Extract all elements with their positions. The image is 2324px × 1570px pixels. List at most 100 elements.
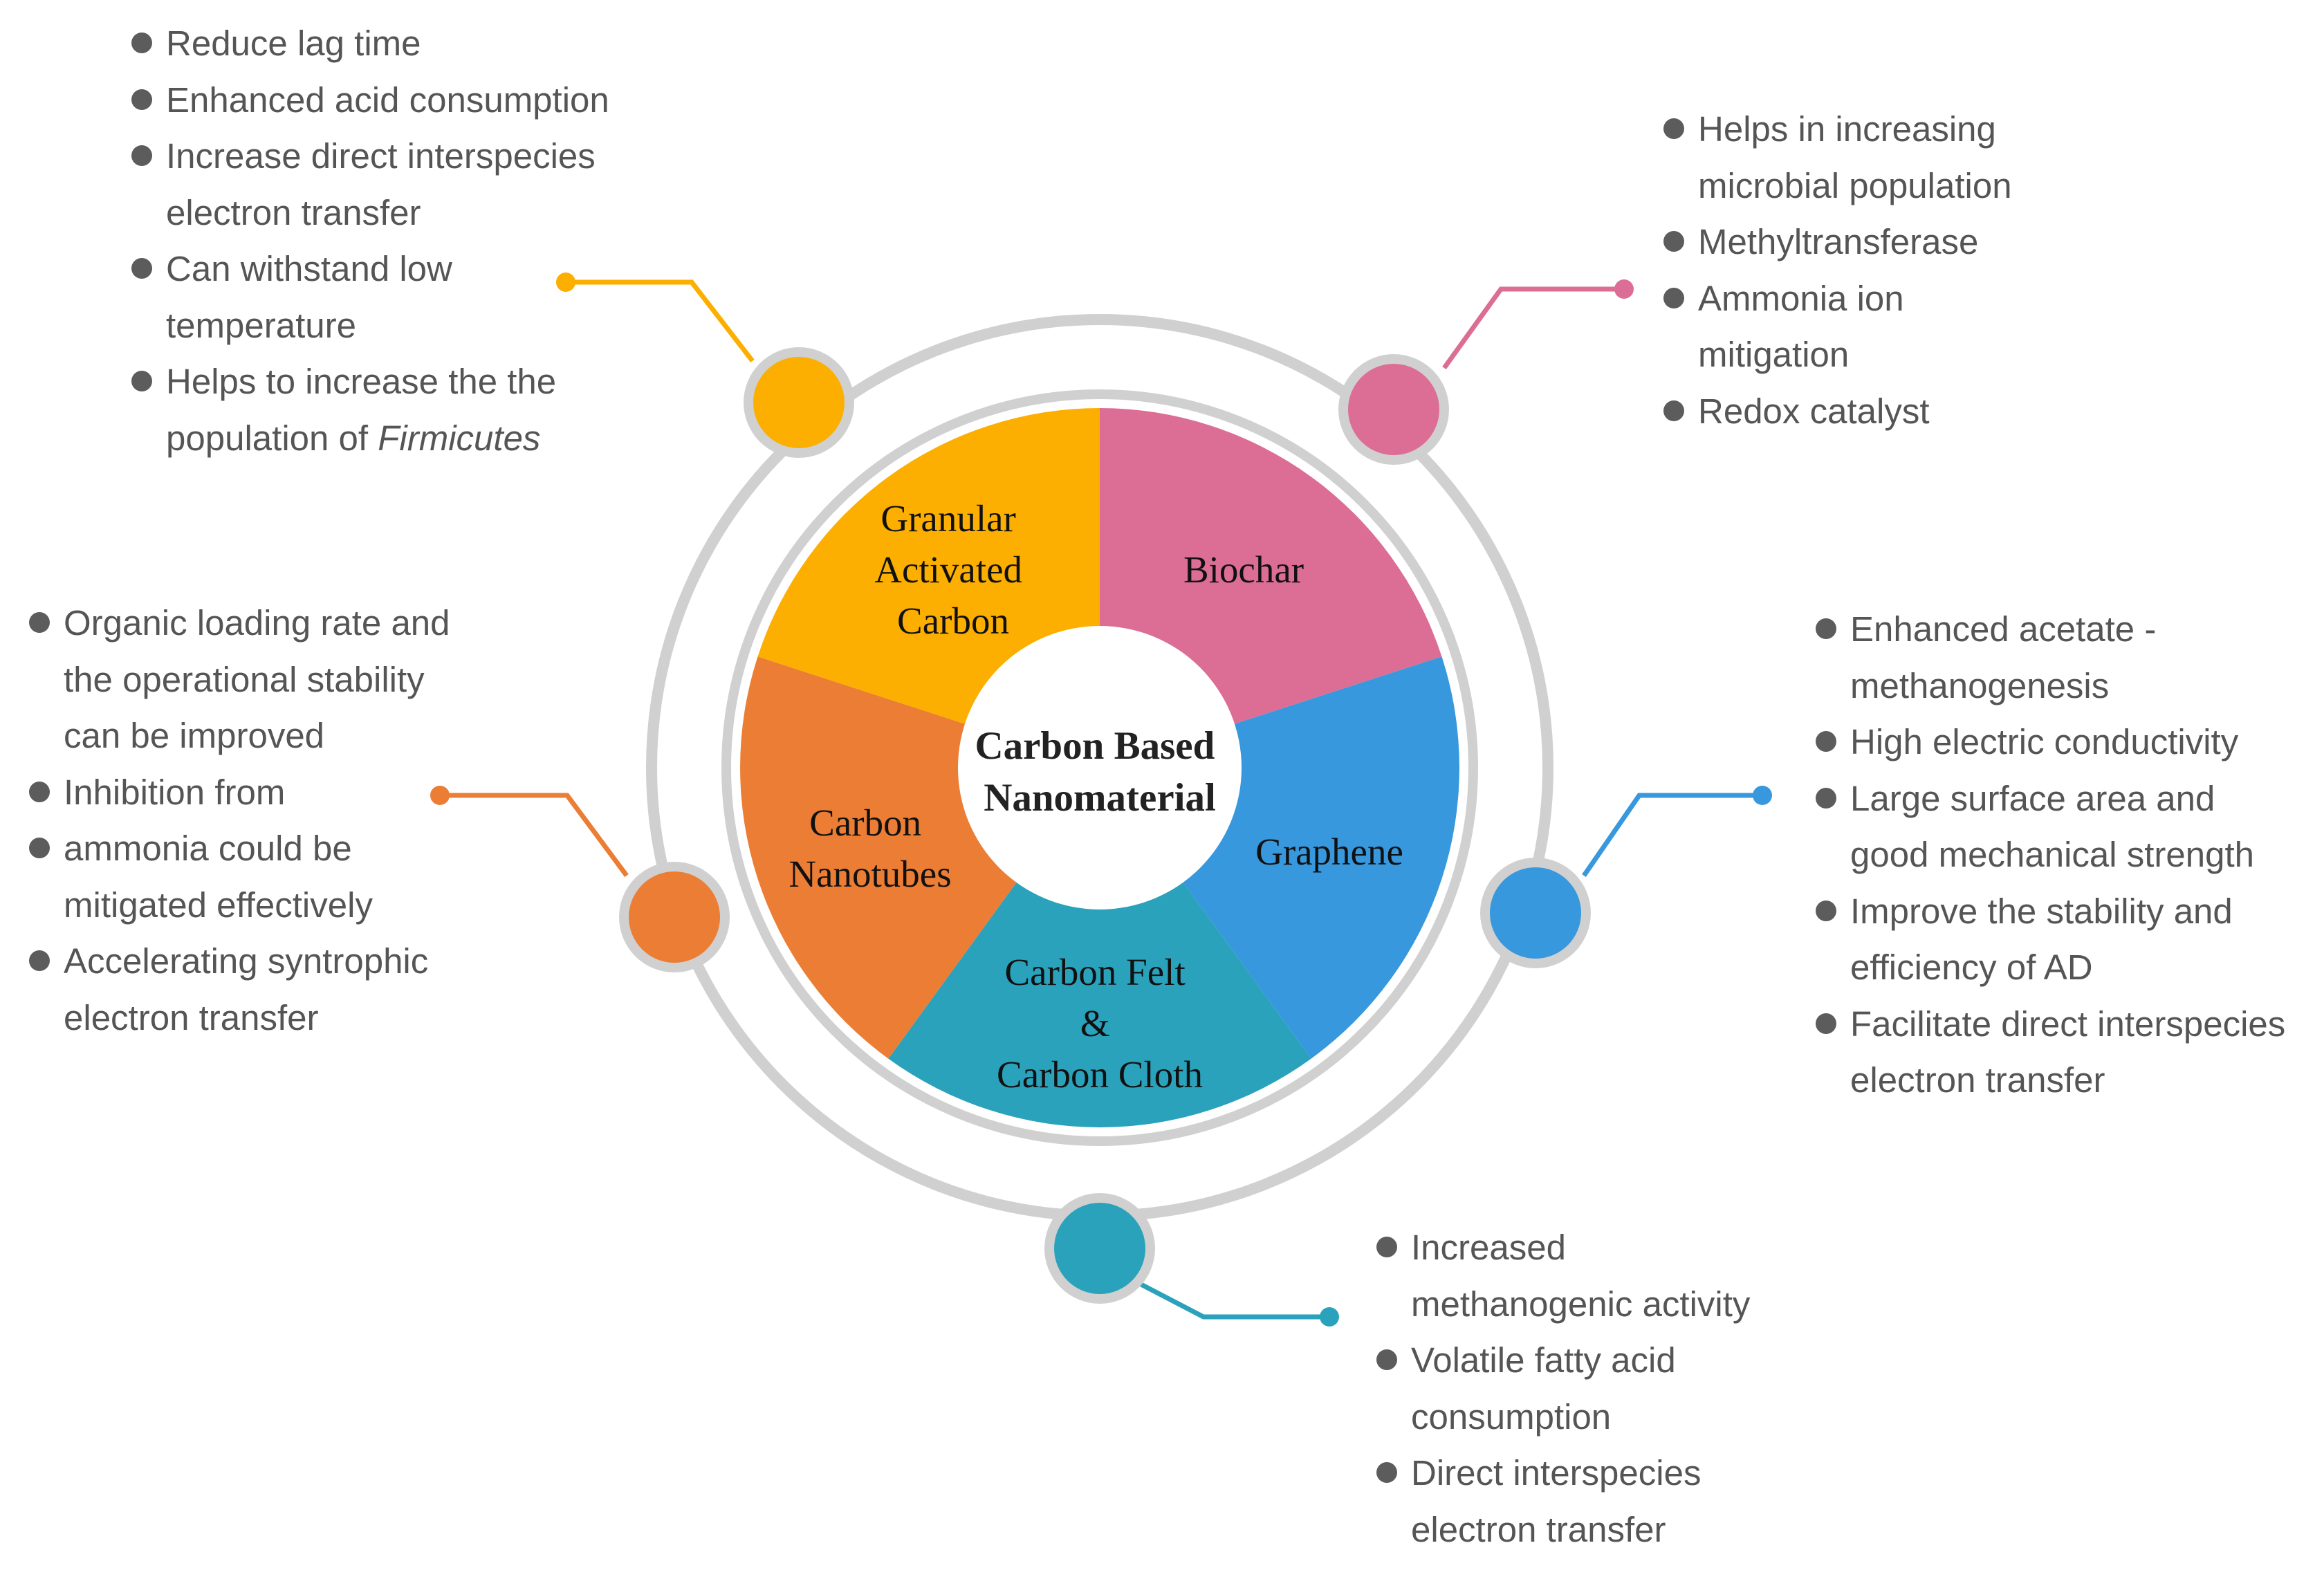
list-item-text: mitigated effectively [64,885,373,925]
bullet-dot-icon [1816,900,1836,921]
bullet-dot-icon [1376,1237,1397,1257]
connector-dot-biochar [1614,279,1634,299]
node-graphene [1490,867,1581,959]
label-felt-line: Carbon Felt [1005,951,1186,993]
bullet-dot-icon [1816,618,1836,639]
list-item-text: good mechanical strength [1850,835,2255,874]
list-item-text: Enhanced acid consumption [166,80,609,120]
list-item-text: electron transfer [166,192,421,232]
node-gac [753,357,845,448]
list-item-text: Facilitate direct interspecies [1850,1004,2286,1044]
list-item: Increase direct interspecies electron tra… [131,128,699,241]
list-item-text: the operational stability [64,659,425,699]
list-item-text: mitigation [1698,335,1850,374]
list-item-text: Can withstand low [166,249,452,288]
connector-nanotubes [440,793,629,878]
bullet-dot-icon [29,838,50,858]
bullet-dot-icon [1376,1349,1397,1370]
center-title: Carbon Based Nanomaterial [975,724,1224,820]
list-item: Facilitate direct interspecies electron t… [1816,996,2314,1109]
label-felt-line: Carbon Cloth [997,1053,1203,1096]
list-item-text: Methyltransferase [1698,222,1979,261]
list-nanotubes: Organic loading rate and the operational … [29,595,527,1046]
list-item: Organic loading rate and the operational … [29,595,527,764]
connector-felt [1133,1278,1329,1320]
label-gac: Granular Activated Carbon [874,497,1032,642]
list-item: ammonia could be mitigated effectively [29,820,527,933]
list-item: Redox catalyst [1663,383,2161,440]
bullet-dot-icon [1663,118,1684,139]
list-item-text: Helps in increasing [1698,109,1996,149]
list-item-text: methanogenic activity [1411,1284,1751,1324]
center-disk [958,626,1242,909]
list-item-text: electron transfer [1411,1509,1666,1549]
bullet-dot-icon [1663,400,1684,421]
connector-dot-felt [1320,1307,1339,1327]
bullet-dot-icon [131,371,152,391]
inner-ring [721,389,1478,1146]
list-item: Helps in increasing microbial population [1663,101,2161,214]
list-item-text: consumption [1411,1396,1612,1437]
label-graphene: Graphene [1255,831,1403,873]
list-item-text: High electric conductivity [1850,722,2239,761]
list-item: Enhanced acid consumption [131,72,699,129]
bullet-dot-icon [1816,731,1836,752]
connector-dot-nanotubes [430,786,450,805]
bullet-dot-icon [1663,231,1684,252]
label-biochar-line: Biochar [1183,548,1304,591]
list-item-text: Large surface area and [1850,778,2215,818]
list-item-text: methanogenesis [1850,665,2110,705]
node-biochar [1348,364,1439,455]
bullet-dot-icon [131,33,152,53]
center-title-line: Nanomaterial [984,776,1216,820]
bullet-dot-icon [1816,787,1836,809]
list-item-text: Direct interspecies [1411,1453,1702,1493]
list-item-text: ammonia could be [64,829,352,868]
list-item-text: Redox catalyst [1698,391,1930,431]
label-graphene-line: Graphene [1255,831,1403,873]
label-biochar: Biochar [1183,548,1304,591]
list-item-text: Organic loading rate and [64,603,450,643]
list-item-text: Ammonia ion [1698,278,1904,318]
list-item-text: Increase direct interspecies [166,136,596,176]
list-item-text: population of [166,418,378,458]
bullet-dot-icon [1816,1013,1836,1034]
list-item-text: efficiency of AD [1850,948,2093,987]
list-item-text: Helps to increase the the [166,362,557,401]
list-item-text: Volatile fatty acid [1411,1340,1676,1380]
list-item: High electric conductivity [1816,714,2314,770]
label-gac-line: Carbon [897,600,1009,642]
list-item-text: microbial population [1698,165,2012,205]
list-item: Improve the stability and efficiency of A… [1816,883,2314,996]
list-item-text: Improve the stability and [1850,891,2233,931]
label-nanotubes-line: Carbon [809,802,921,844]
connector-gac [566,279,755,363]
list-item: Accelerating syntrophic electron transfer [29,933,527,1046]
list-item-text: can be improved [64,716,325,755]
label-nanotubes-line: Nanotubes [788,853,951,895]
label-carbon-felt: Carbon Felt & Carbon Cloth [997,951,1203,1096]
node-felt [1054,1203,1145,1294]
list-item-text: Accelerating syntrophic [64,941,429,981]
list-item-text: Enhanced acetate - [1850,609,2157,649]
bullet-dot-icon [131,258,152,279]
list-item-text: electron transfer [1850,1060,2105,1100]
bullet-dot-icon [131,89,152,110]
bullet-dot-icon [1663,287,1684,308]
label-gac-line: Granular [880,497,1015,539]
list-item-text: Reduce lag time [166,24,421,63]
bullet-dot-icon [29,950,50,971]
list-item-text: electron transfer [64,997,319,1037]
list-item: Inhibition from [29,764,527,821]
connector-dot-gac [556,273,575,292]
bullet-dot-icon [29,612,50,633]
